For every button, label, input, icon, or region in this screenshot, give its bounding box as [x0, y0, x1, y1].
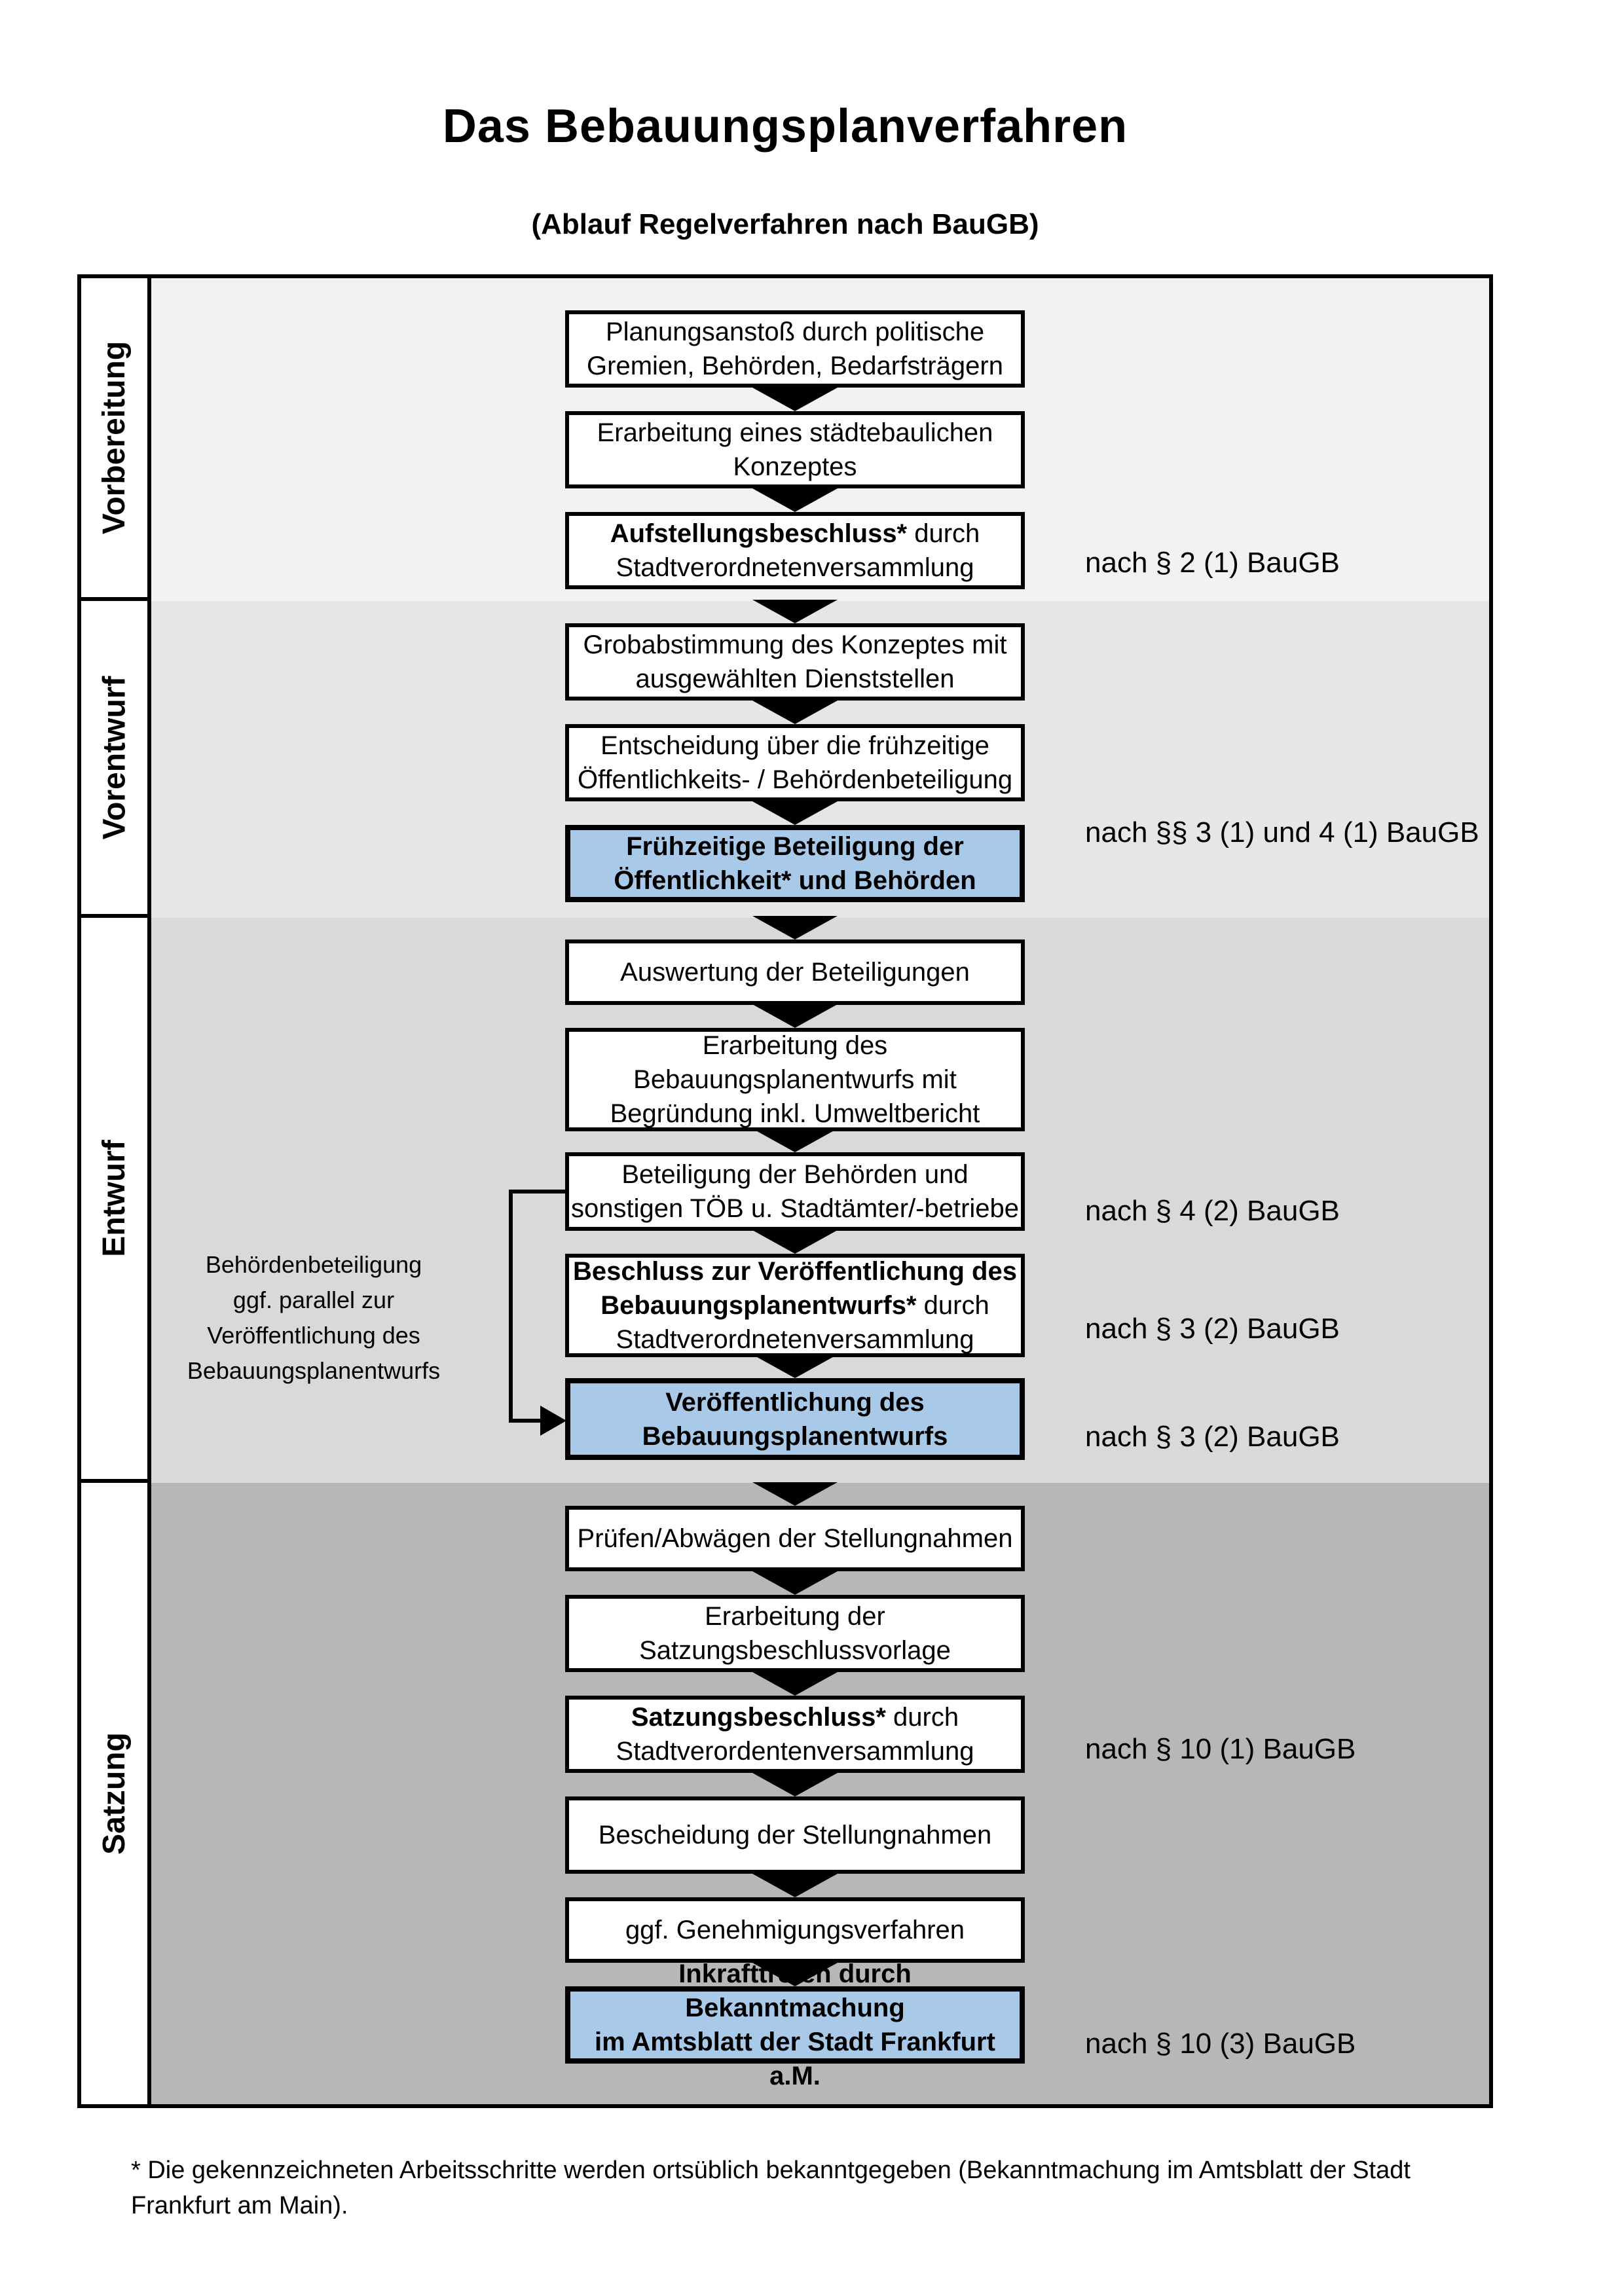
down-arrow-icon	[752, 1874, 838, 1897]
down-arrow-icon	[752, 1672, 838, 1696]
legal-ref-beschluss-veroeffentlichung: nach § 3 (2) BauGB	[1085, 1313, 1340, 1345]
step-staedtebauliches-konzept: Erarbeitung eines städtebaulichen Konzep…	[565, 411, 1025, 488]
phase-cell-vorentwurf: Vorentwurf	[81, 601, 147, 918]
down-arrow-icon	[752, 488, 838, 512]
step-bescheidung-stellungnahmen: Bescheidung der Stellungnahmen	[565, 1796, 1025, 1874]
down-arrow-icon	[752, 1230, 838, 1254]
down-arrow-icon	[752, 388, 838, 411]
step-fruehzeitige-beteiligung: Frühzeitige Beteiligung der Öffentlichke…	[565, 825, 1025, 902]
step-veroeffentlichung-entwurf: Veröffentlichung des Bebauungsplanentwur…	[565, 1378, 1025, 1460]
step-grobabstimmung: Grobabstimmung des Konzeptes mit ausgewä…	[565, 623, 1025, 701]
step-auswertung-beteiligungen: Auswertung der Beteiligungen	[565, 939, 1025, 1005]
legal-ref-aufstellungsbeschluss: nach § 2 (1) BauGB	[1085, 547, 1340, 579]
down-arrow-icon	[752, 1773, 838, 1796]
step-inkrafttreten: Inkrafttreten durch Bekanntmachung im Am…	[565, 1959, 1025, 2090]
legal-ref-fruehzeitige-beteiligung: nach §§ 3 (1) und 4 (1) BauGB	[1085, 816, 1479, 848]
phase-cell-satzung: Satzung	[81, 1483, 147, 2104]
down-arrow-icon	[752, 600, 838, 623]
legal-ref-veroeffentlichung: nach § 3 (2) BauGB	[1085, 1421, 1340, 1453]
step-genehmigungsverfahren: ggf. Genehmigungsverfahren	[565, 1897, 1025, 1963]
footnote: * Die gekennzeichneten Arbeitsschritte w…	[131, 2157, 1411, 2219]
step-beteiligung-behoerden-toeb: Beteiligung der Behörden und sonstigen T…	[565, 1152, 1025, 1231]
page-title: Das Bebauungsplanverfahren	[442, 100, 1128, 153]
down-arrow-icon	[752, 1571, 838, 1595]
step-aufstellungsbeschluss: Aufstellungsbeschluss* durch Stadtverord…	[565, 512, 1025, 589]
bracket-connector-top	[509, 1190, 565, 1194]
down-arrow-icon	[752, 701, 838, 724]
step-erarbeitung-satzungsbeschlussvorlage: Erarbeitung der Satzungsbeschlussvorlage	[565, 1595, 1025, 1672]
legal-ref-inkrafttreten: nach § 10 (3) BauGB	[1085, 2028, 1356, 2060]
phase-column: Vorbereitung Vorentwurf Entwurf Satzung	[81, 278, 151, 2104]
down-arrow-icon	[752, 1129, 838, 1152]
step-planungsanstoss: Planungsanstoß durch politische Gremien,…	[565, 310, 1025, 388]
down-arrow-icon	[752, 801, 838, 825]
down-arrow-icon	[752, 1482, 838, 1506]
process-table: Vorbereitung Vorentwurf Entwurf Satzung …	[77, 274, 1493, 2108]
right-arrow-icon	[540, 1406, 566, 1436]
phase-cell-vorbereitung: Vorbereitung	[81, 278, 147, 601]
legal-ref-behoerdenbeteiligung: nach § 4 (2) BauGB	[1085, 1195, 1340, 1227]
flow-overlay: Planungsanstoß durch politische Gremien,…	[81, 278, 1489, 2104]
bracket-connector-bottom	[509, 1419, 542, 1423]
step-satzungsbeschluss: Satzungsbeschluss* durch Stadtverordente…	[565, 1696, 1025, 1773]
phase-cell-entwurf: Entwurf	[81, 918, 147, 1483]
step-pruefen-abwaegen: Prüfen/Abwägen der Stellungnahmen	[565, 1506, 1025, 1571]
down-arrow-icon	[752, 1963, 838, 1986]
step-erarbeitung-bebauungsplanentwurf: Erarbeitung des Bebauungsplanentwurfs mi…	[565, 1028, 1025, 1131]
legal-ref-satzungsbeschluss: nach § 10 (1) BauGB	[1085, 1733, 1356, 1765]
page-subtitle: (Ablauf Regelverfahren nach BauGB)	[531, 208, 1039, 240]
down-arrow-icon	[752, 916, 838, 939]
side-note: Behördenbeteiligung ggf. parallel zur Ve…	[187, 1251, 441, 1384]
step-entscheidung-fruehzeitige-beteiligung: Entscheidung über die frühzeitige Öffent…	[565, 724, 1025, 801]
step-beschluss-veroeffentlichung: Beschluss zur Veröffentlichung des Bebau…	[565, 1254, 1025, 1357]
bracket-connector-vertical	[509, 1190, 513, 1423]
down-arrow-icon	[752, 1004, 838, 1028]
down-arrow-icon	[752, 1355, 838, 1378]
